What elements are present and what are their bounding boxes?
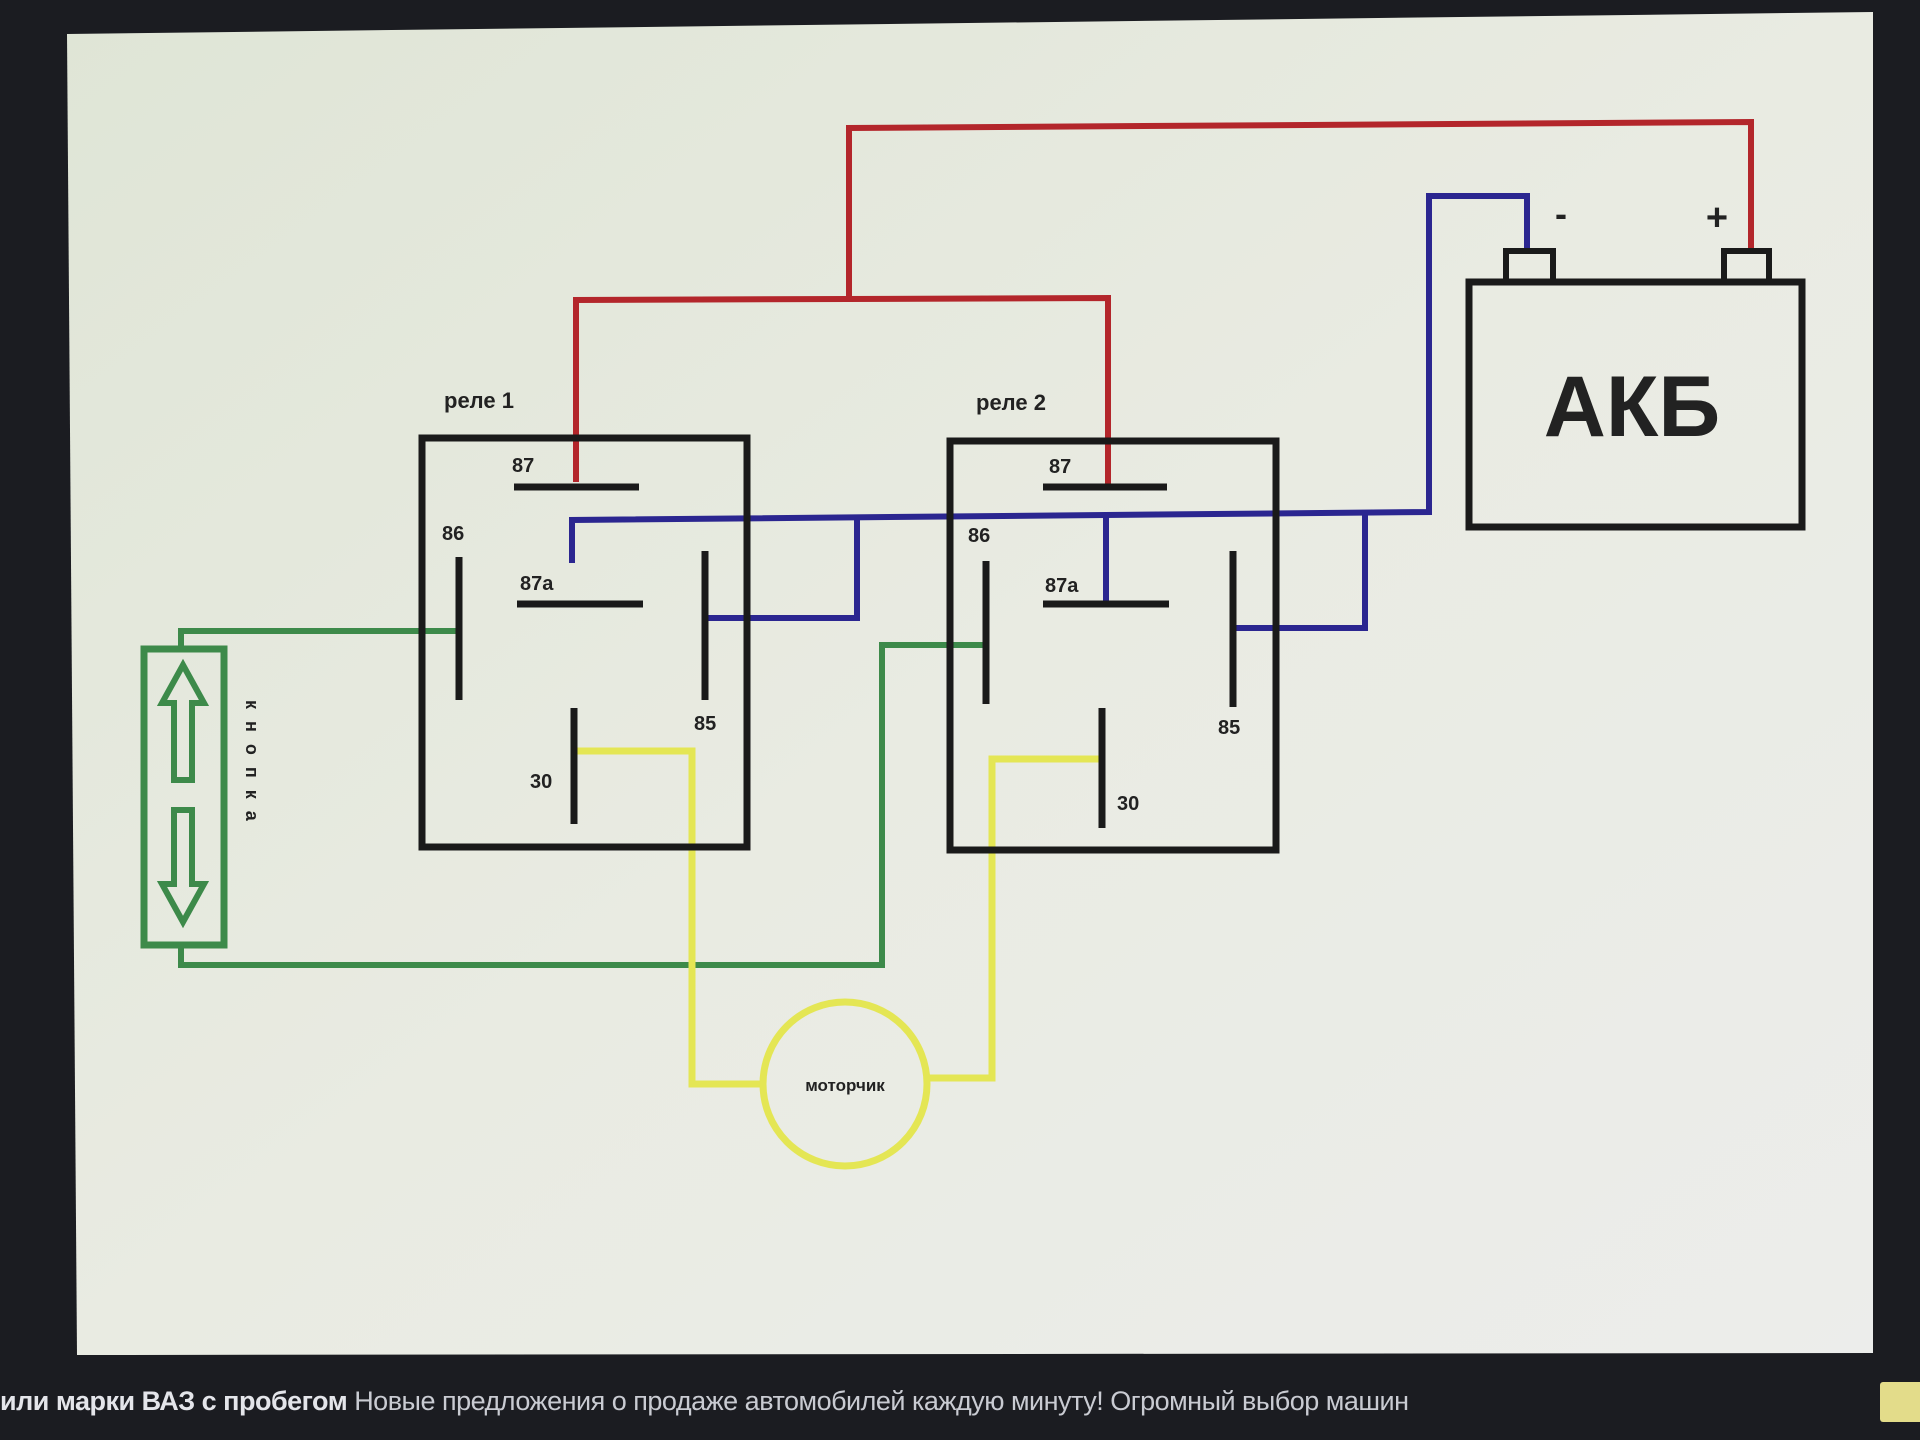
positive-wire: [573, 118, 1754, 490]
motor-wire: [574, 747, 1102, 1088]
relay-1-pin-30: 30: [530, 771, 552, 793]
monitor-screen: [67, 12, 1873, 1355]
relay-1-title: реле 1: [444, 388, 514, 413]
negative-wire: [569, 193, 1530, 631]
ad-bold-text[interactable]: или марки ВАЗ с пробегом: [0, 1386, 348, 1416]
motor: моторчик: [759, 998, 931, 1170]
relay-2: реле 2 87 87а 86 85 30: [946, 390, 1280, 854]
relay-2-pin-87a: 87а: [1045, 575, 1079, 597]
battery-label: АКБ: [1544, 359, 1720, 455]
arrow-up-icon: [156, 658, 210, 783]
relay-1: реле 1 87 87а 86 85 30: [418, 388, 751, 851]
ad-action-button[interactable]: [1880, 1382, 1920, 1422]
relay-2-pin-30: 30: [1117, 793, 1139, 815]
relay-1-pin-87: 87: [512, 455, 534, 477]
button-switch: кнопка: [140, 645, 262, 949]
motor-label: моторчик: [805, 1076, 885, 1095]
relay-2-title: реле 2: [976, 390, 1046, 415]
arrow-down-icon: [156, 807, 210, 929]
ad-banner[interactable]: или марки ВАЗ с пробегом Новые предложен…: [0, 1386, 1409, 1417]
button-label: кнопка: [242, 700, 262, 833]
relay-2-pin-87: 87: [1049, 456, 1071, 478]
battery-minus-label: -: [1555, 193, 1567, 234]
battery: АКБ - +: [1465, 193, 1806, 531]
ad-text[interactable]: Новые предложения о продаже автомобилей …: [354, 1386, 1409, 1416]
relay-2-pin-85: 85: [1218, 717, 1240, 739]
relay-1-pin-87a: 87а: [520, 573, 554, 595]
relay-1-pin-85: 85: [694, 713, 716, 735]
relay-1-pin-86: 86: [442, 523, 464, 545]
battery-plus-label: +: [1706, 197, 1728, 239]
control-wire: [178, 628, 986, 968]
relay-2-pin-86: 86: [968, 525, 990, 547]
